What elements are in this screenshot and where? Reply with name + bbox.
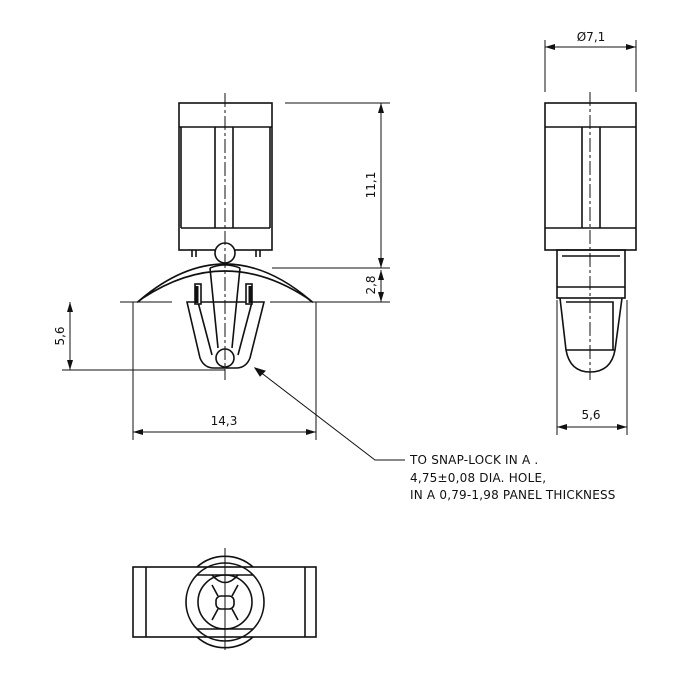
front-dimensions — [62, 102, 405, 461]
front-wing — [136, 263, 314, 303]
installation-note: TO SNAP-LOCK IN A . 4,75±0,08 DIA. HOLE,… — [410, 452, 616, 505]
note-line: TO SNAP-LOCK IN A . — [410, 453, 539, 467]
side-dimensions — [544, 40, 637, 435]
dim-wing-width: 14,3 — [211, 414, 238, 428]
dim-clip-height: 5,6 — [53, 326, 67, 345]
note-line: 4,75±0,08 DIA. HOLE, — [410, 470, 547, 485]
dim-body-height: 11,1 — [364, 172, 378, 199]
note-line: IN A 0,79-1,98 PANEL THICKNESS — [410, 488, 616, 502]
dim-side-clip-width: 5,6 — [581, 408, 600, 422]
dim-diameter: Ø7,1 — [577, 30, 606, 44]
dim-wing-height: 2,8 — [364, 275, 378, 294]
